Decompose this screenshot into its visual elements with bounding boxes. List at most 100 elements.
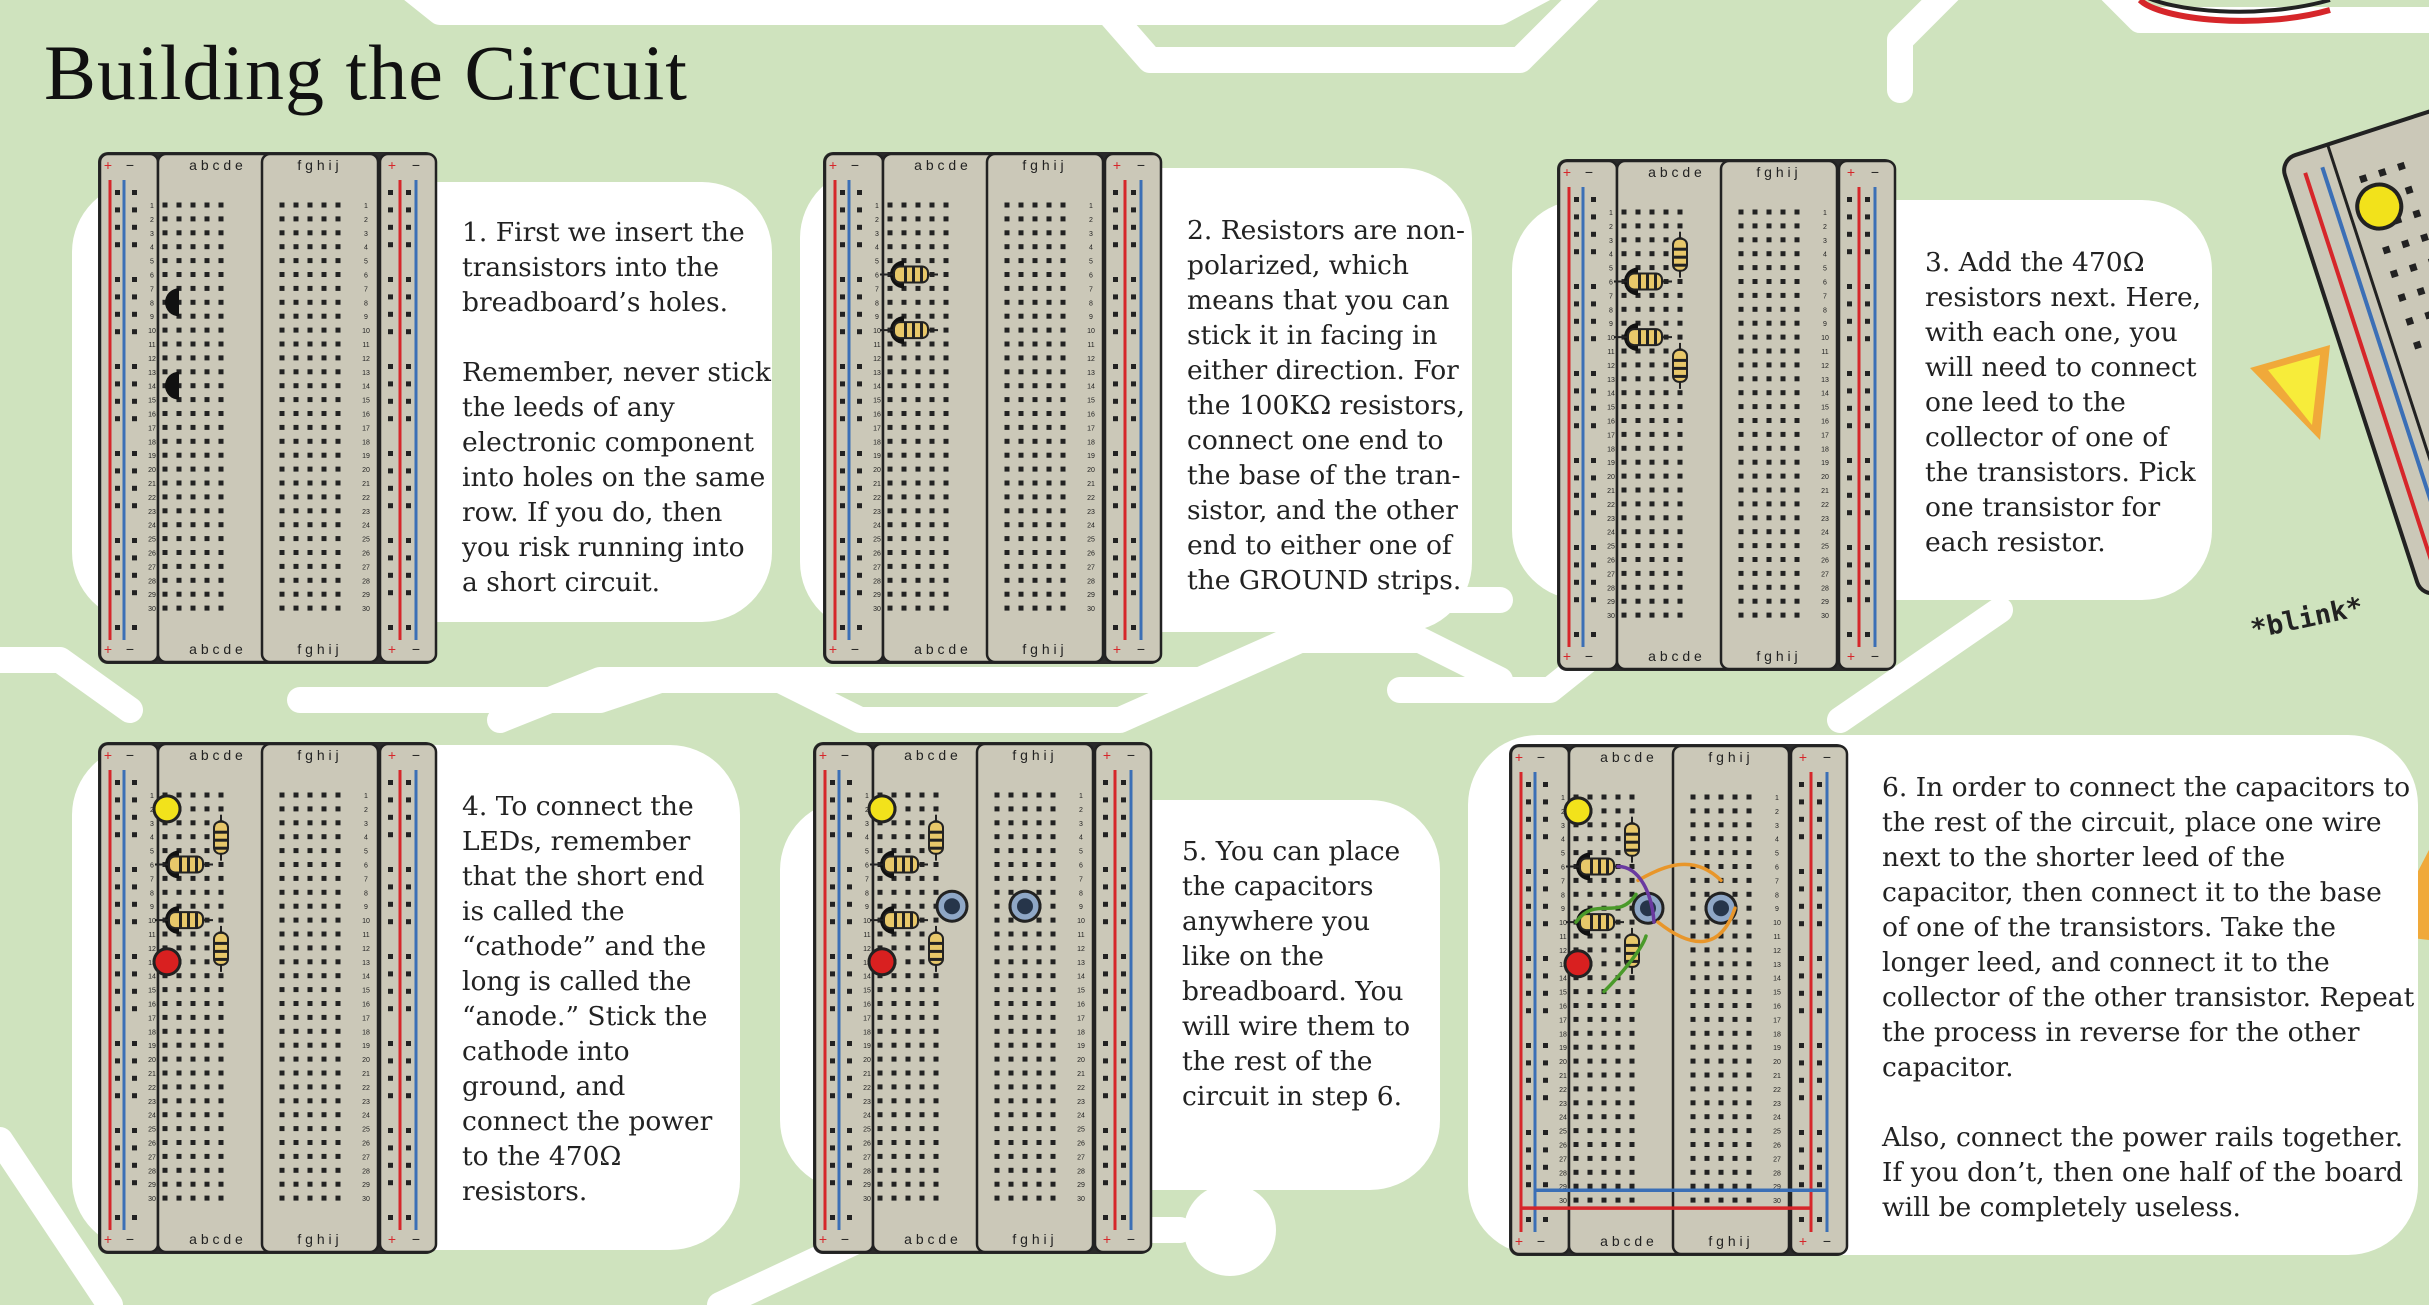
- hole: [335, 903, 341, 909]
- hole: [218, 875, 224, 881]
- hole: [1036, 1056, 1042, 1062]
- hole: [891, 945, 897, 951]
- row-number: 3: [1823, 238, 1827, 245]
- hole: [929, 397, 935, 403]
- row-number: 17: [1773, 1017, 1781, 1024]
- hole: [943, 591, 949, 597]
- hole: [335, 1181, 341, 1187]
- rail-hole: [1543, 1147, 1548, 1153]
- hole: [176, 230, 182, 236]
- hole: [307, 1098, 313, 1104]
- hole: [293, 917, 299, 923]
- hole: [1704, 877, 1710, 883]
- rail-hole: [1865, 197, 1870, 202]
- hole: [1780, 320, 1786, 326]
- hole: [1732, 877, 1738, 883]
- row-number: 8: [1609, 307, 1613, 314]
- rail-hole: [388, 190, 393, 195]
- hole: [190, 1056, 196, 1062]
- board-section: [1671, 744, 1791, 1256]
- hole: [1060, 522, 1066, 528]
- hole: [1718, 864, 1724, 869]
- rail-hole: [132, 1128, 137, 1133]
- rail-hole: [840, 311, 845, 317]
- hole: [279, 230, 285, 236]
- hole: [929, 341, 935, 347]
- rail-hole: [132, 555, 137, 561]
- hole: [1780, 292, 1786, 298]
- hole: [1794, 529, 1800, 535]
- hole: [1738, 570, 1744, 576]
- hole: [204, 550, 210, 555]
- hole: [1746, 1003, 1752, 1008]
- hole: [279, 563, 285, 569]
- rail-hole: [406, 1058, 411, 1064]
- rail-hole: [1526, 903, 1531, 909]
- hole: [279, 875, 285, 881]
- hole: [1794, 237, 1800, 243]
- hole: [176, 452, 182, 458]
- row-number: 13: [148, 370, 156, 377]
- hole: [919, 1014, 925, 1020]
- hole: [321, 508, 327, 514]
- hole: [1738, 431, 1744, 437]
- hole: [1752, 612, 1758, 618]
- hole: [1615, 1155, 1621, 1161]
- row-number: 2: [364, 217, 368, 224]
- resistor-band: [929, 846, 943, 850]
- hole: [943, 466, 949, 472]
- hole: [218, 466, 224, 472]
- hole: [1677, 334, 1683, 340]
- hole: [190, 875, 196, 881]
- hole: [1022, 1042, 1028, 1048]
- hole: [293, 355, 299, 361]
- hole: [162, 230, 168, 236]
- hole: [293, 1098, 299, 1104]
- hole: [1629, 1058, 1635, 1064]
- rail-hole: [840, 572, 845, 578]
- hole: [279, 1153, 285, 1159]
- hole: [1036, 889, 1042, 895]
- rail-hole: [840, 242, 845, 248]
- hole: [1046, 272, 1052, 277]
- row-number: 1: [1823, 210, 1827, 217]
- hole: [1766, 557, 1772, 562]
- hole: [887, 244, 893, 250]
- hole: [1766, 459, 1772, 465]
- rail-hole: [406, 190, 411, 195]
- hole: [1794, 209, 1800, 215]
- hole: [919, 1001, 925, 1006]
- hole: [1060, 424, 1066, 430]
- rail-hole: [1121, 1058, 1126, 1064]
- hole: [1050, 820, 1056, 826]
- hole: [1738, 348, 1744, 354]
- hole: [1615, 877, 1621, 883]
- rail-hole: [1121, 954, 1126, 959]
- hole: [905, 889, 911, 895]
- row-number: 1: [875, 203, 879, 210]
- hole: [1738, 362, 1744, 368]
- hole: [1690, 1155, 1696, 1161]
- capacitor-top: [1713, 900, 1729, 917]
- hole: [162, 452, 168, 458]
- hole: [279, 522, 285, 528]
- row-number: 28: [1087, 578, 1095, 585]
- hole: [943, 494, 949, 500]
- hole: [1601, 808, 1607, 814]
- row-number: 22: [148, 495, 156, 502]
- rail-hole: [1543, 799, 1548, 805]
- hole: [307, 272, 313, 277]
- hole: [929, 424, 935, 430]
- rail-hole: [1113, 224, 1118, 230]
- hole: [1766, 390, 1772, 396]
- column-letters: f g h i j: [297, 1231, 338, 1247]
- rail-hole: [847, 1093, 852, 1099]
- rail-hole: [388, 224, 393, 230]
- rail-hole: [1113, 555, 1118, 561]
- rail-hole: [1574, 388, 1579, 394]
- hole: [1732, 891, 1738, 897]
- row-number: 8: [1561, 892, 1565, 899]
- hole: [1677, 543, 1683, 549]
- rail-hole: [830, 780, 835, 785]
- row-number: 27: [863, 1154, 871, 1161]
